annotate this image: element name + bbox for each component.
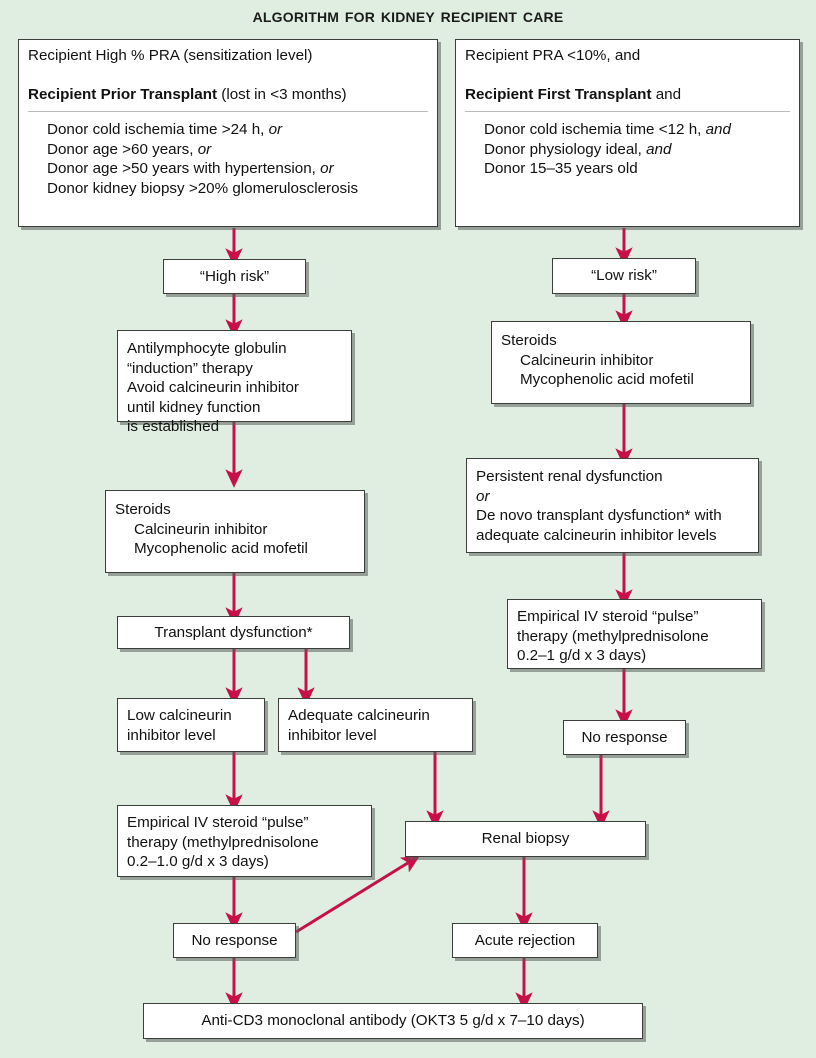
induction-line-1: Antilymphocyte globulin bbox=[127, 340, 287, 357]
pulse-left-line-2: therapy (methylprednisolone bbox=[127, 833, 319, 851]
acute-rejection-label: Acute rejection bbox=[474, 931, 576, 949]
steroids-right-line-3: Mycophenolic acid mofetil bbox=[520, 371, 694, 388]
pulse-left-line-3: 0.2–1.0 g/d x 3 days) bbox=[127, 853, 269, 870]
high-risk-line-2: Recipient Prior Transplant (lost in <3 m… bbox=[28, 85, 428, 105]
low-risk-label: “Low risk” bbox=[591, 267, 657, 285]
high-risk-bullet-3: Donor age >50 years with hypertension, o… bbox=[28, 159, 428, 179]
no-response-left-node: No response bbox=[173, 923, 296, 958]
pulse-right-line-1: Empirical IV steroid “pulse” bbox=[517, 608, 699, 625]
low-risk-bullet-2: Donor physiology ideal, and bbox=[465, 140, 790, 160]
bullet-conjunction: and bbox=[646, 140, 672, 158]
steroids-right-line-2: Calcineurin inhibitor bbox=[520, 351, 654, 369]
low-cni-line-2: inhibitor level bbox=[127, 726, 216, 744]
low-cni-node: Low calcineurin inhibitor level bbox=[117, 698, 265, 752]
low-risk-bullet-1: Donor cold ischemia time <12 h, and bbox=[465, 120, 790, 140]
high-risk-line-2-bold: Recipient Prior Transplant bbox=[28, 85, 218, 103]
induction-therapy-node: Antilymphocyte globulin “induction” ther… bbox=[117, 330, 352, 435]
induction-line-5: is established bbox=[127, 418, 220, 435]
high-risk-criteria-box: Recipient High % PRA (sensitization leve… bbox=[18, 39, 438, 227]
high-risk-label: “High risk” bbox=[199, 267, 270, 285]
steroids-left-line-2: Calcineurin inhibitor bbox=[134, 520, 268, 538]
spacer bbox=[28, 66, 428, 85]
bullet-text: Donor age >60 years, bbox=[47, 140, 198, 158]
persistent-dysfunction-node: Persistent renal dysfunction or De novo … bbox=[466, 458, 759, 553]
bullet-conjunction: or bbox=[320, 160, 334, 177]
pulse-right-line-3: 0.2–1 g/d x 3 days) bbox=[517, 647, 647, 664]
bullet-conjunction: or bbox=[268, 121, 283, 138]
persistent-line-3: De novo transplant dysfunction* with bbox=[476, 507, 722, 524]
no-response-right-label: No response bbox=[581, 728, 668, 746]
divider bbox=[28, 111, 428, 112]
adequate-cni-line-2: inhibitor level bbox=[288, 726, 377, 744]
persistent-line-2: or bbox=[476, 487, 749, 507]
transplant-dysfunction-label: Transplant dysfunction* bbox=[154, 623, 313, 641]
low-risk-line-2-rest: and bbox=[651, 85, 682, 103]
bullet-text: Donor cold ischemia time <12 h, bbox=[484, 121, 706, 138]
steroids-left-node: Steroids Calcineurin inhibitor Mycopheno… bbox=[105, 490, 365, 573]
pulse-left-line-1: Empirical IV steroid “pulse” bbox=[127, 814, 309, 831]
induction-line-3: Avoid calcineurin inhibitor bbox=[127, 379, 299, 396]
anti-cd3-node: Anti-CD3 monoclonal antibody (OKT3 5 g/d… bbox=[143, 1003, 643, 1039]
low-risk-criteria-box: Recipient PRA <10%, and Recipient First … bbox=[455, 39, 800, 227]
spacer bbox=[465, 66, 790, 85]
high-risk-line-1: Recipient High % PRA (sensitization leve… bbox=[28, 47, 313, 64]
steroids-left-line-1: Steroids bbox=[115, 501, 171, 518]
low-risk-line-2-bold: Recipient First Transplant bbox=[465, 85, 652, 103]
low-risk-line-2: Recipient First Transplant and bbox=[465, 85, 790, 105]
steroids-right-line-1: Steroids bbox=[501, 332, 557, 349]
high-risk-node: “High risk” bbox=[163, 259, 306, 294]
no-response-right-node: No response bbox=[563, 720, 686, 755]
steroids-right-node: Steroids Calcineurin inhibitor Mycopheno… bbox=[491, 321, 751, 404]
persistent-line-4: adequate calcineurin inhibitor levels bbox=[476, 526, 717, 544]
pulse-left-node: Empirical IV steroid “pulse” therapy (me… bbox=[117, 805, 372, 877]
renal-biopsy-node: Renal biopsy bbox=[405, 821, 646, 857]
high-risk-line-2-rest: (lost in <3 months) bbox=[217, 85, 347, 103]
page-title: Algorithm for Kidney Recipient Care bbox=[252, 5, 564, 27]
persistent-line-1: Persistent renal dysfunction bbox=[476, 468, 663, 485]
bullet-conjunction: and bbox=[705, 121, 731, 138]
low-risk-bullet-3: Donor 15–35 years old bbox=[465, 159, 790, 179]
bullet-text: Donor 15–35 years old bbox=[484, 160, 638, 177]
bullet-conjunction: or bbox=[197, 140, 212, 158]
pulse-right-node: Empirical IV steroid “pulse” therapy (me… bbox=[507, 599, 762, 669]
low-risk-line-1: Recipient PRA <10%, and bbox=[465, 47, 641, 64]
high-risk-bullet-4: Donor kidney biopsy >20% glomerulosclero… bbox=[28, 179, 428, 199]
induction-line-2: “induction” therapy bbox=[127, 359, 253, 377]
transplant-dysfunction-node: Transplant dysfunction* bbox=[117, 616, 350, 649]
steroids-left-line-3: Mycophenolic acid mofetil bbox=[134, 540, 308, 557]
renal-biopsy-label: Renal biopsy bbox=[481, 830, 570, 848]
induction-line-4: until kidney function bbox=[127, 398, 261, 416]
bullet-text: Donor cold ischemia time >24 h, bbox=[47, 121, 269, 138]
low-risk-node: “Low risk” bbox=[552, 258, 696, 294]
high-risk-bullet-2: Donor age >60 years, or bbox=[28, 140, 428, 160]
pulse-right-line-2: therapy (methylprednisolone bbox=[517, 627, 709, 645]
persistent-or: or bbox=[476, 487, 490, 505]
acute-rejection-node: Acute rejection bbox=[452, 923, 598, 958]
no-response-left-label: No response bbox=[191, 931, 278, 949]
bullet-text: Donor age >50 years with hypertension, bbox=[47, 160, 321, 177]
adequate-cni-node: Adequate calcineurin inhibitor level bbox=[278, 698, 473, 752]
divider bbox=[465, 111, 790, 112]
adequate-cni-line-1: Adequate calcineurin bbox=[288, 707, 430, 724]
anti-cd3-label: Anti-CD3 monoclonal antibody (OKT3 5 g/d… bbox=[201, 1012, 585, 1030]
bullet-text: Donor physiology ideal, bbox=[484, 140, 647, 158]
low-cni-line-1: Low calcineurin bbox=[127, 707, 232, 724]
high-risk-bullet-1: Donor cold ischemia time >24 h, or bbox=[28, 120, 428, 140]
bullet-text: Donor kidney biopsy >20% glomerulosclero… bbox=[47, 179, 359, 197]
